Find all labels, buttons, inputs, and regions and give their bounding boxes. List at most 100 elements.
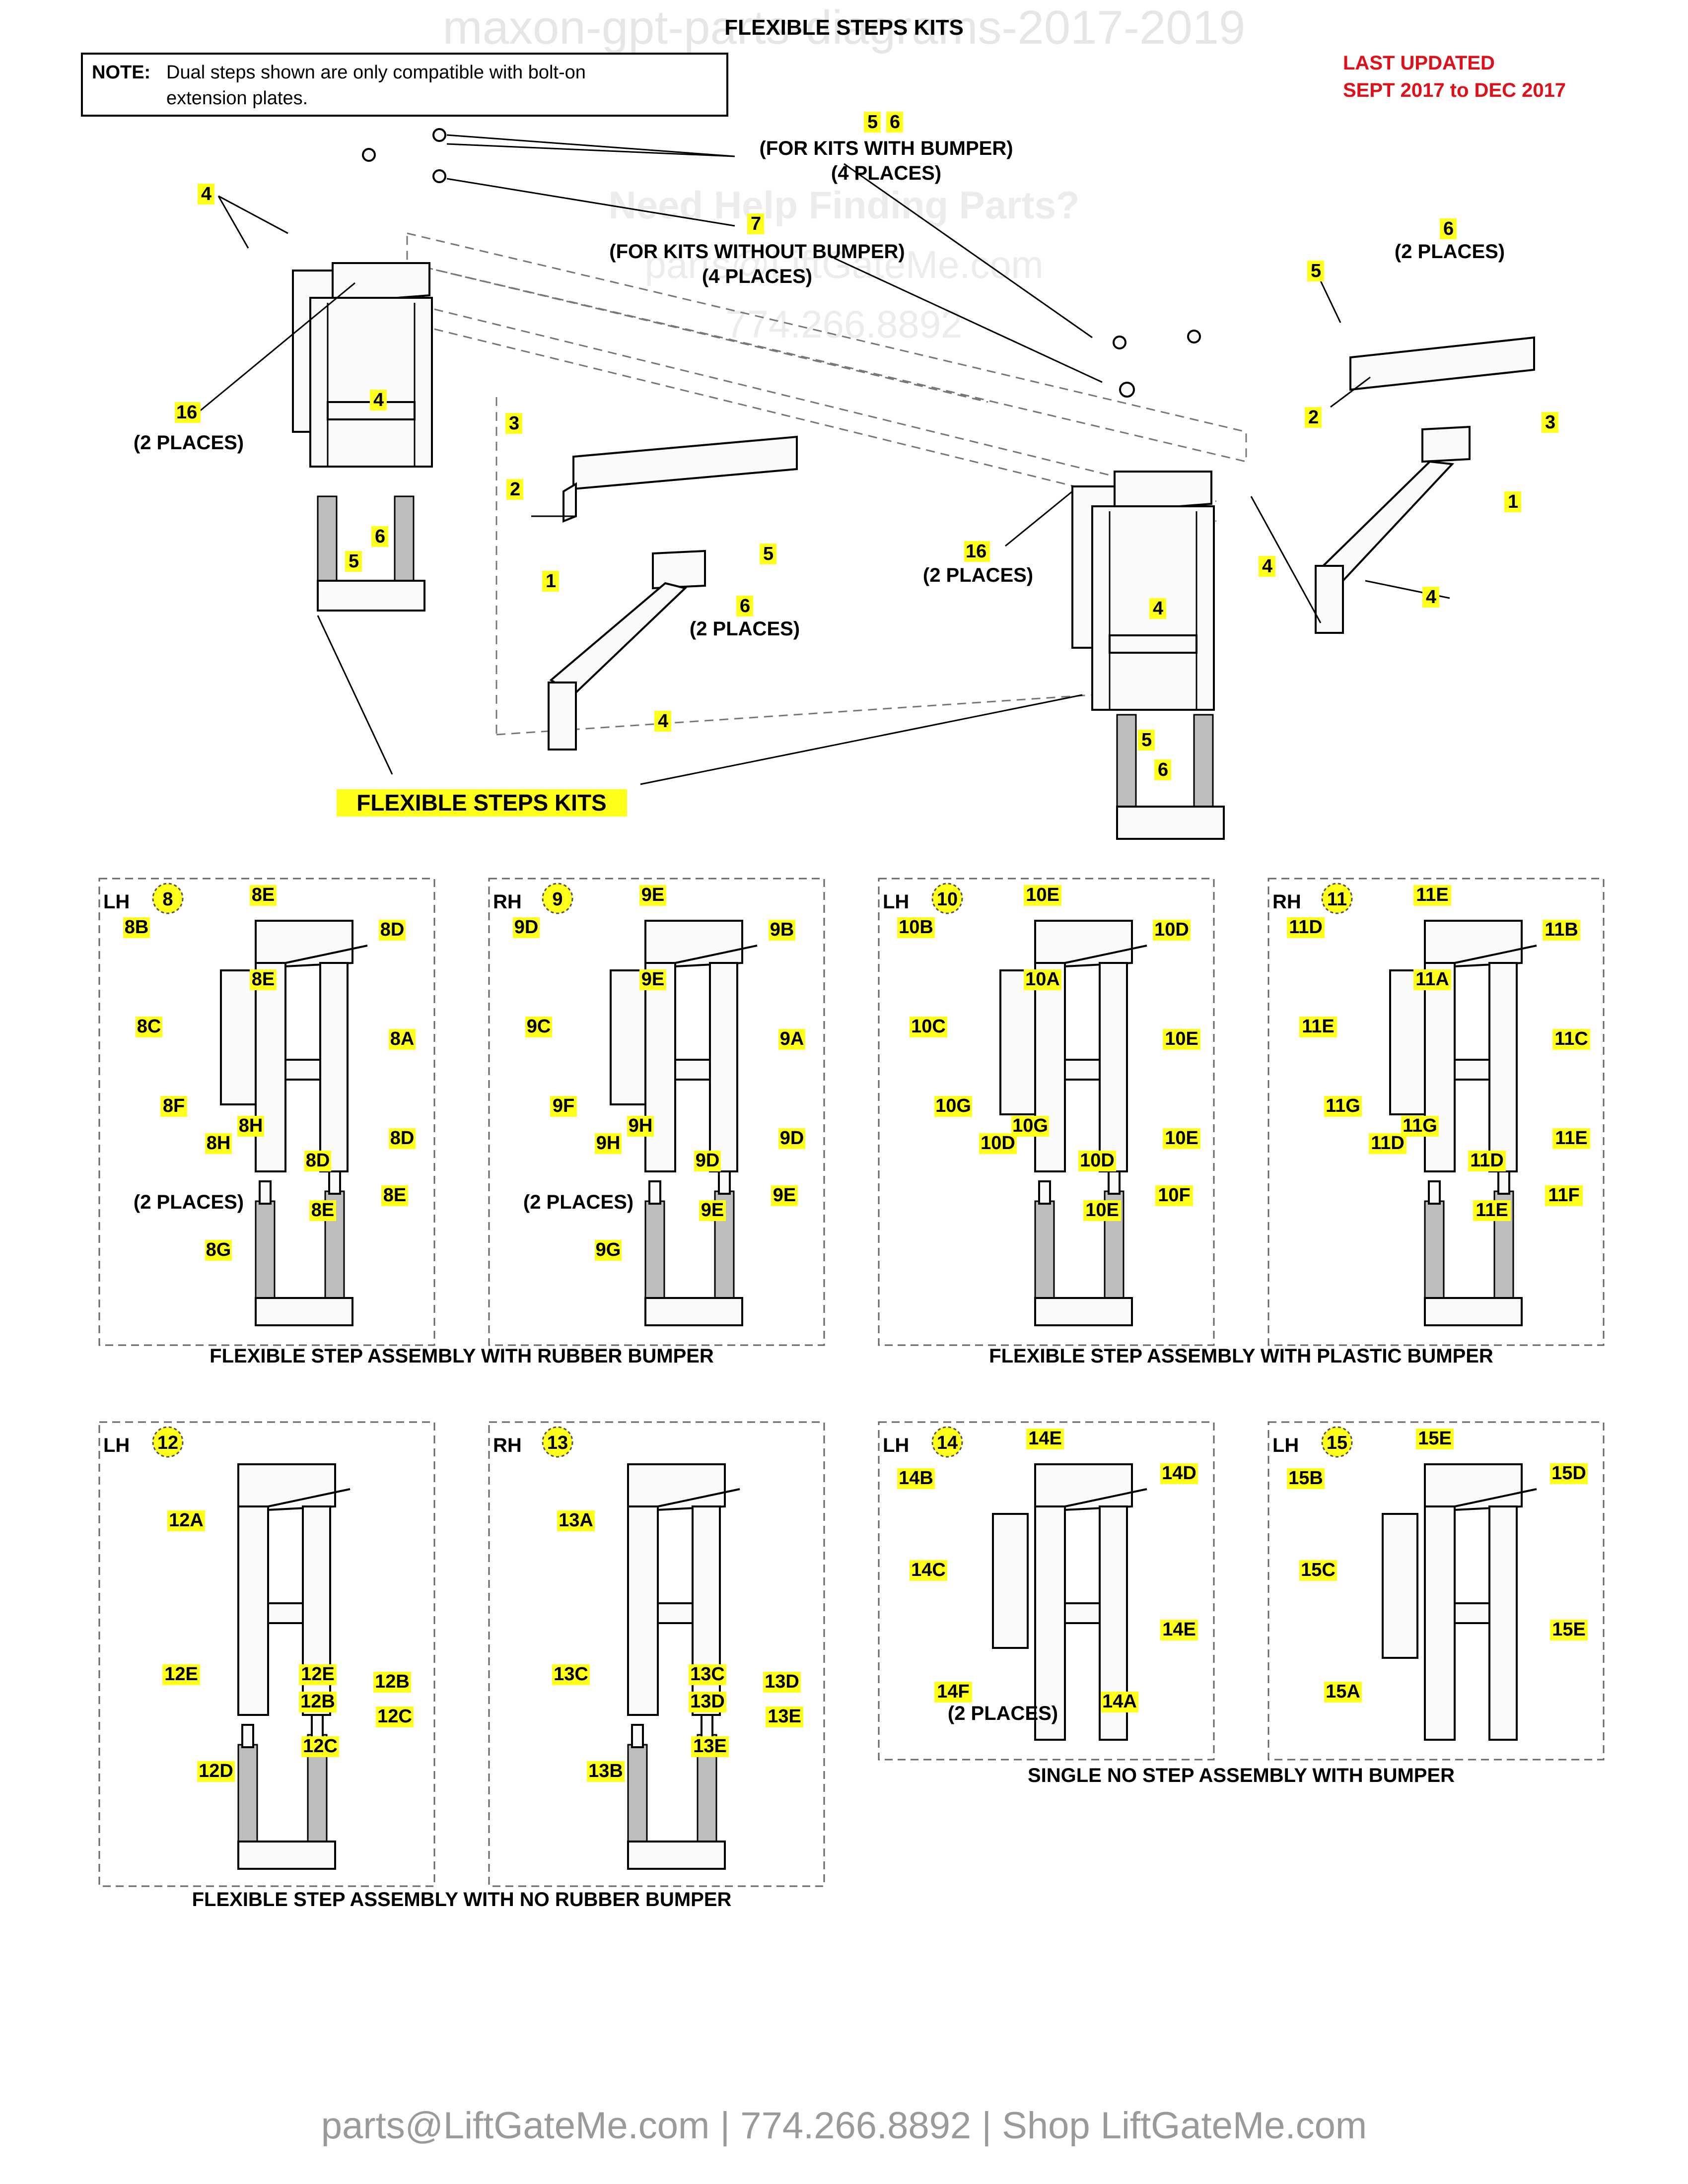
svg-text:4: 4 [658,711,668,732]
places-note: (2 PLACES) [134,1191,244,1213]
svg-text:9D: 9D [780,1128,804,1149]
svg-text:10E: 10E [1026,885,1059,905]
note-bumper-line2: (4 PLACES) [831,162,941,184]
svg-text:8D: 8D [306,1150,330,1171]
svg-text:5: 5 [763,544,774,564]
callout-11C: 11C [1552,1028,1590,1050]
callout-9A: 9A [778,1028,805,1050]
callout-8A: 8A [389,1028,416,1050]
callout-13D: 13D [689,1691,726,1712]
svg-text:12E: 12E [301,1664,335,1685]
svg-text:7: 7 [751,213,761,234]
callout-12E: 12E [162,1664,200,1685]
svg-text:10C: 10C [911,1016,946,1037]
svg-text:6: 6 [740,596,750,616]
hardware [362,128,1201,398]
svg-text:9H: 9H [596,1133,621,1154]
assembly-number: 15 [1327,1433,1347,1453]
callout-12E: 12E [299,1664,337,1685]
places-right-6: (2 PLACES) [1395,241,1505,263]
svg-text:8A: 8A [390,1028,415,1049]
note-no-bumper-line2: (4 PLACES) [702,266,812,287]
callout-15C: 15C [1299,1560,1337,1581]
side-label: RH [493,1434,522,1456]
places-right-16: (2 PLACES) [923,564,1033,586]
svg-text:5: 5 [867,112,878,133]
svg-text:1: 1 [1508,491,1518,512]
side-label: LH [883,1434,909,1456]
svg-text:12A: 12A [169,1510,204,1531]
callout-8D: 8D [304,1150,331,1171]
flexible-steps-kits-label: FLEXIBLE STEPS KITS [356,790,607,816]
panel-border [488,878,825,1346]
assembly-number: 9 [552,889,563,910]
svg-text:4: 4 [373,390,384,410]
svg-text:4: 4 [1426,587,1436,608]
svg-text:13D: 13D [765,1671,799,1692]
callout-11G: 11G [1324,1095,1362,1117]
svg-text:9A: 9A [780,1028,804,1049]
callout-10G: 10G [934,1095,972,1117]
right-step-assembly [1071,471,1225,840]
section-title-no-rubber: FLEXIBLE STEP ASSEMBLY WITH NO RUBBER BU… [192,1889,732,1911]
svg-text:8H: 8H [239,1115,263,1136]
svg-text:9E: 9E [641,969,664,990]
callout-10E: 10E [1083,1200,1121,1221]
section-title-rubber: FLEXIBLE STEP ASSEMBLY WITH RUBBER BUMPE… [210,1345,714,1367]
callout-9D: 9D [513,917,540,938]
svg-text:11E: 11E [1302,1016,1335,1037]
svg-text:6: 6 [890,112,900,133]
svg-text:8E: 8E [383,1185,406,1206]
assembly-number-badge [152,883,184,914]
callout-10E: 10E [1163,1028,1200,1050]
side-label: LH [103,1434,130,1456]
svg-text:15A: 15A [1326,1681,1360,1702]
assembly-number: 11 [1327,889,1347,910]
panel-border [878,878,1215,1346]
callout-9G: 9G [595,1239,622,1261]
callout-12D: 12D [197,1761,235,1782]
svg-text:11E: 11E [1416,885,1449,905]
callout-15B: 15B [1287,1468,1325,1489]
callout-8E: 8E [250,885,277,906]
page-title: FLEXIBLE STEPS KITS [724,15,964,40]
callout-11F: 11F [1545,1185,1583,1206]
svg-text:14F: 14F [937,1681,969,1702]
callout-8C: 8C [136,1016,162,1037]
right-arm-assembly [1315,336,1535,634]
svg-text:11C: 11C [1554,1028,1588,1049]
callout-11E: 11E [1299,1016,1337,1037]
callout-11G: 11G [1401,1115,1439,1137]
svg-text:16: 16 [966,541,986,562]
svg-text:9E: 9E [773,1185,796,1206]
svg-text:10F: 10F [1158,1185,1190,1206]
svg-text:8D: 8D [390,1128,415,1149]
places-note: (2 PLACES) [523,1191,633,1213]
svg-text:5: 5 [1311,261,1321,281]
svg-text:6: 6 [1443,218,1454,239]
callout-10E: 10E [1024,885,1061,906]
note-label: NOTE: [92,62,150,83]
svg-text:4: 4 [1153,598,1163,619]
svg-text:8E: 8E [252,969,275,990]
footer-contact[interactable]: parts@LiftGateMe.com | 774.266.8892 | Sh… [321,2105,1367,2147]
callout-8E: 8E [309,1200,336,1221]
svg-text:12C: 12C [303,1736,338,1757]
callout-14F: 14F [934,1681,972,1703]
svg-text:11D: 11D [1371,1133,1405,1154]
svg-text:8B: 8B [125,917,149,938]
callout-10F: 10F [1155,1185,1193,1206]
svg-text:11D: 11D [1470,1150,1504,1171]
left-step-assembly [292,262,433,612]
svg-text:8E: 8E [252,885,275,905]
svg-text:10G: 10G [1012,1115,1048,1136]
watermark-top: maxon-gpt-parts-diagrams-2017-2019 [443,1,1246,54]
svg-text:10E: 10E [1165,1128,1198,1149]
svg-text:13E: 13E [768,1706,801,1727]
svg-text:10D: 10D [1154,919,1189,940]
assembly-drawing [1382,1463,1537,1741]
callout-9H: 9H [595,1133,622,1154]
callout-9D: 9D [694,1150,721,1171]
svg-text:14C: 14C [911,1560,946,1580]
